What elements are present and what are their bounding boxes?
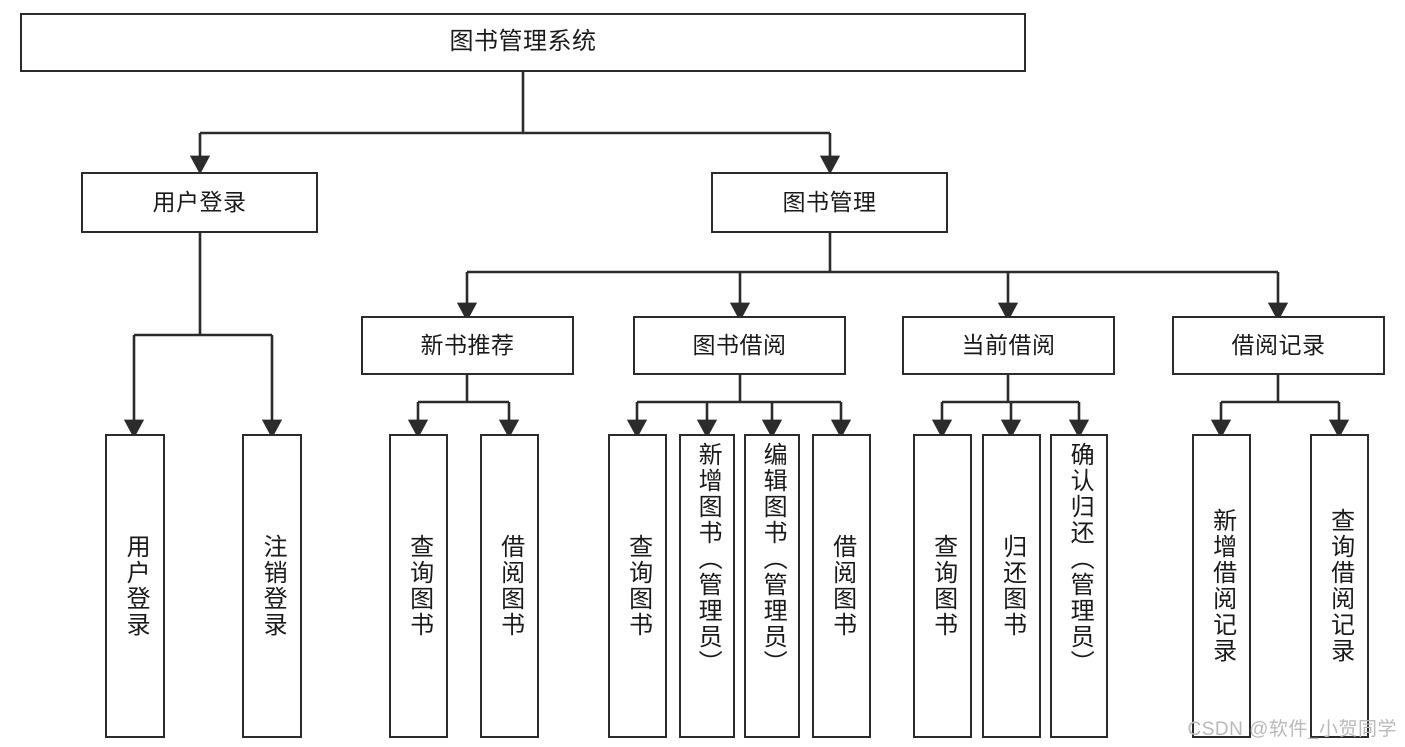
node-label: 借阅图书 (828, 534, 856, 638)
node-label: 新书推荐 (420, 331, 515, 358)
node-label: 查询图书 (405, 534, 433, 638)
node-leaf-confirm-return[interactable]: 确认归还（管理员） (1050, 434, 1108, 738)
node-new-book-recommend[interactable]: 新书推荐 (361, 316, 574, 375)
node-label: 编辑图书（管理员） (759, 442, 787, 676)
watermark-text: CSDN @软件_小贺同学 (1187, 719, 1397, 740)
node-label: 查询借阅记录 (1326, 508, 1354, 664)
node-leaf-query-book-3[interactable]: 查询图书 (913, 434, 972, 738)
node-current-borrow[interactable]: 当前借阅 (902, 316, 1115, 375)
node-label: 确认归还（管理员） (1066, 442, 1094, 676)
node-leaf-query-record[interactable]: 查询借阅记录 (1310, 434, 1369, 738)
node-root-book-management-system[interactable]: 图书管理系统 (20, 13, 1026, 72)
node-borrow-record[interactable]: 借阅记录 (1172, 316, 1385, 375)
node-label: 借阅图书 (496, 534, 524, 638)
node-leaf-return-book[interactable]: 归还图书 (982, 434, 1041, 738)
node-user-login[interactable]: 用户登录 (81, 172, 318, 233)
node-label: 新增借阅记录 (1208, 508, 1236, 664)
node-label: 当前借阅 (961, 331, 1056, 358)
node-label: 用户登录 (152, 188, 247, 215)
node-label: 查询图书 (624, 534, 652, 638)
node-leaf-edit-book[interactable]: 编辑图书（管理员） (744, 434, 800, 738)
node-label: 注销登录 (259, 534, 287, 638)
node-label: 查询图书 (929, 534, 957, 638)
node-leaf-borrow-book-2[interactable]: 借阅图书 (812, 434, 871, 738)
node-book-borrow[interactable]: 图书借阅 (633, 316, 846, 375)
node-leaf-user-login[interactable]: 用户登录 (105, 434, 165, 738)
node-book-management[interactable]: 图书管理 (711, 172, 948, 233)
node-leaf-query-book-1[interactable]: 查询图书 (389, 434, 448, 738)
node-leaf-query-book-2[interactable]: 查询图书 (608, 434, 667, 738)
node-label: 图书管理系统 (449, 28, 597, 56)
node-label: 新增图书（管理员） (694, 442, 722, 676)
node-leaf-add-book[interactable]: 新增图书（管理员） (679, 434, 735, 738)
node-label: 图书管理 (782, 188, 877, 215)
node-leaf-user-logout[interactable]: 注销登录 (242, 434, 302, 738)
node-label: 图书借阅 (692, 331, 787, 358)
node-leaf-borrow-book-1[interactable]: 借阅图书 (480, 434, 539, 738)
node-label: 借阅记录 (1231, 331, 1326, 358)
node-label: 用户登录 (122, 534, 150, 638)
node-leaf-add-record[interactable]: 新增借阅记录 (1192, 434, 1251, 738)
node-label: 归还图书 (998, 534, 1026, 638)
